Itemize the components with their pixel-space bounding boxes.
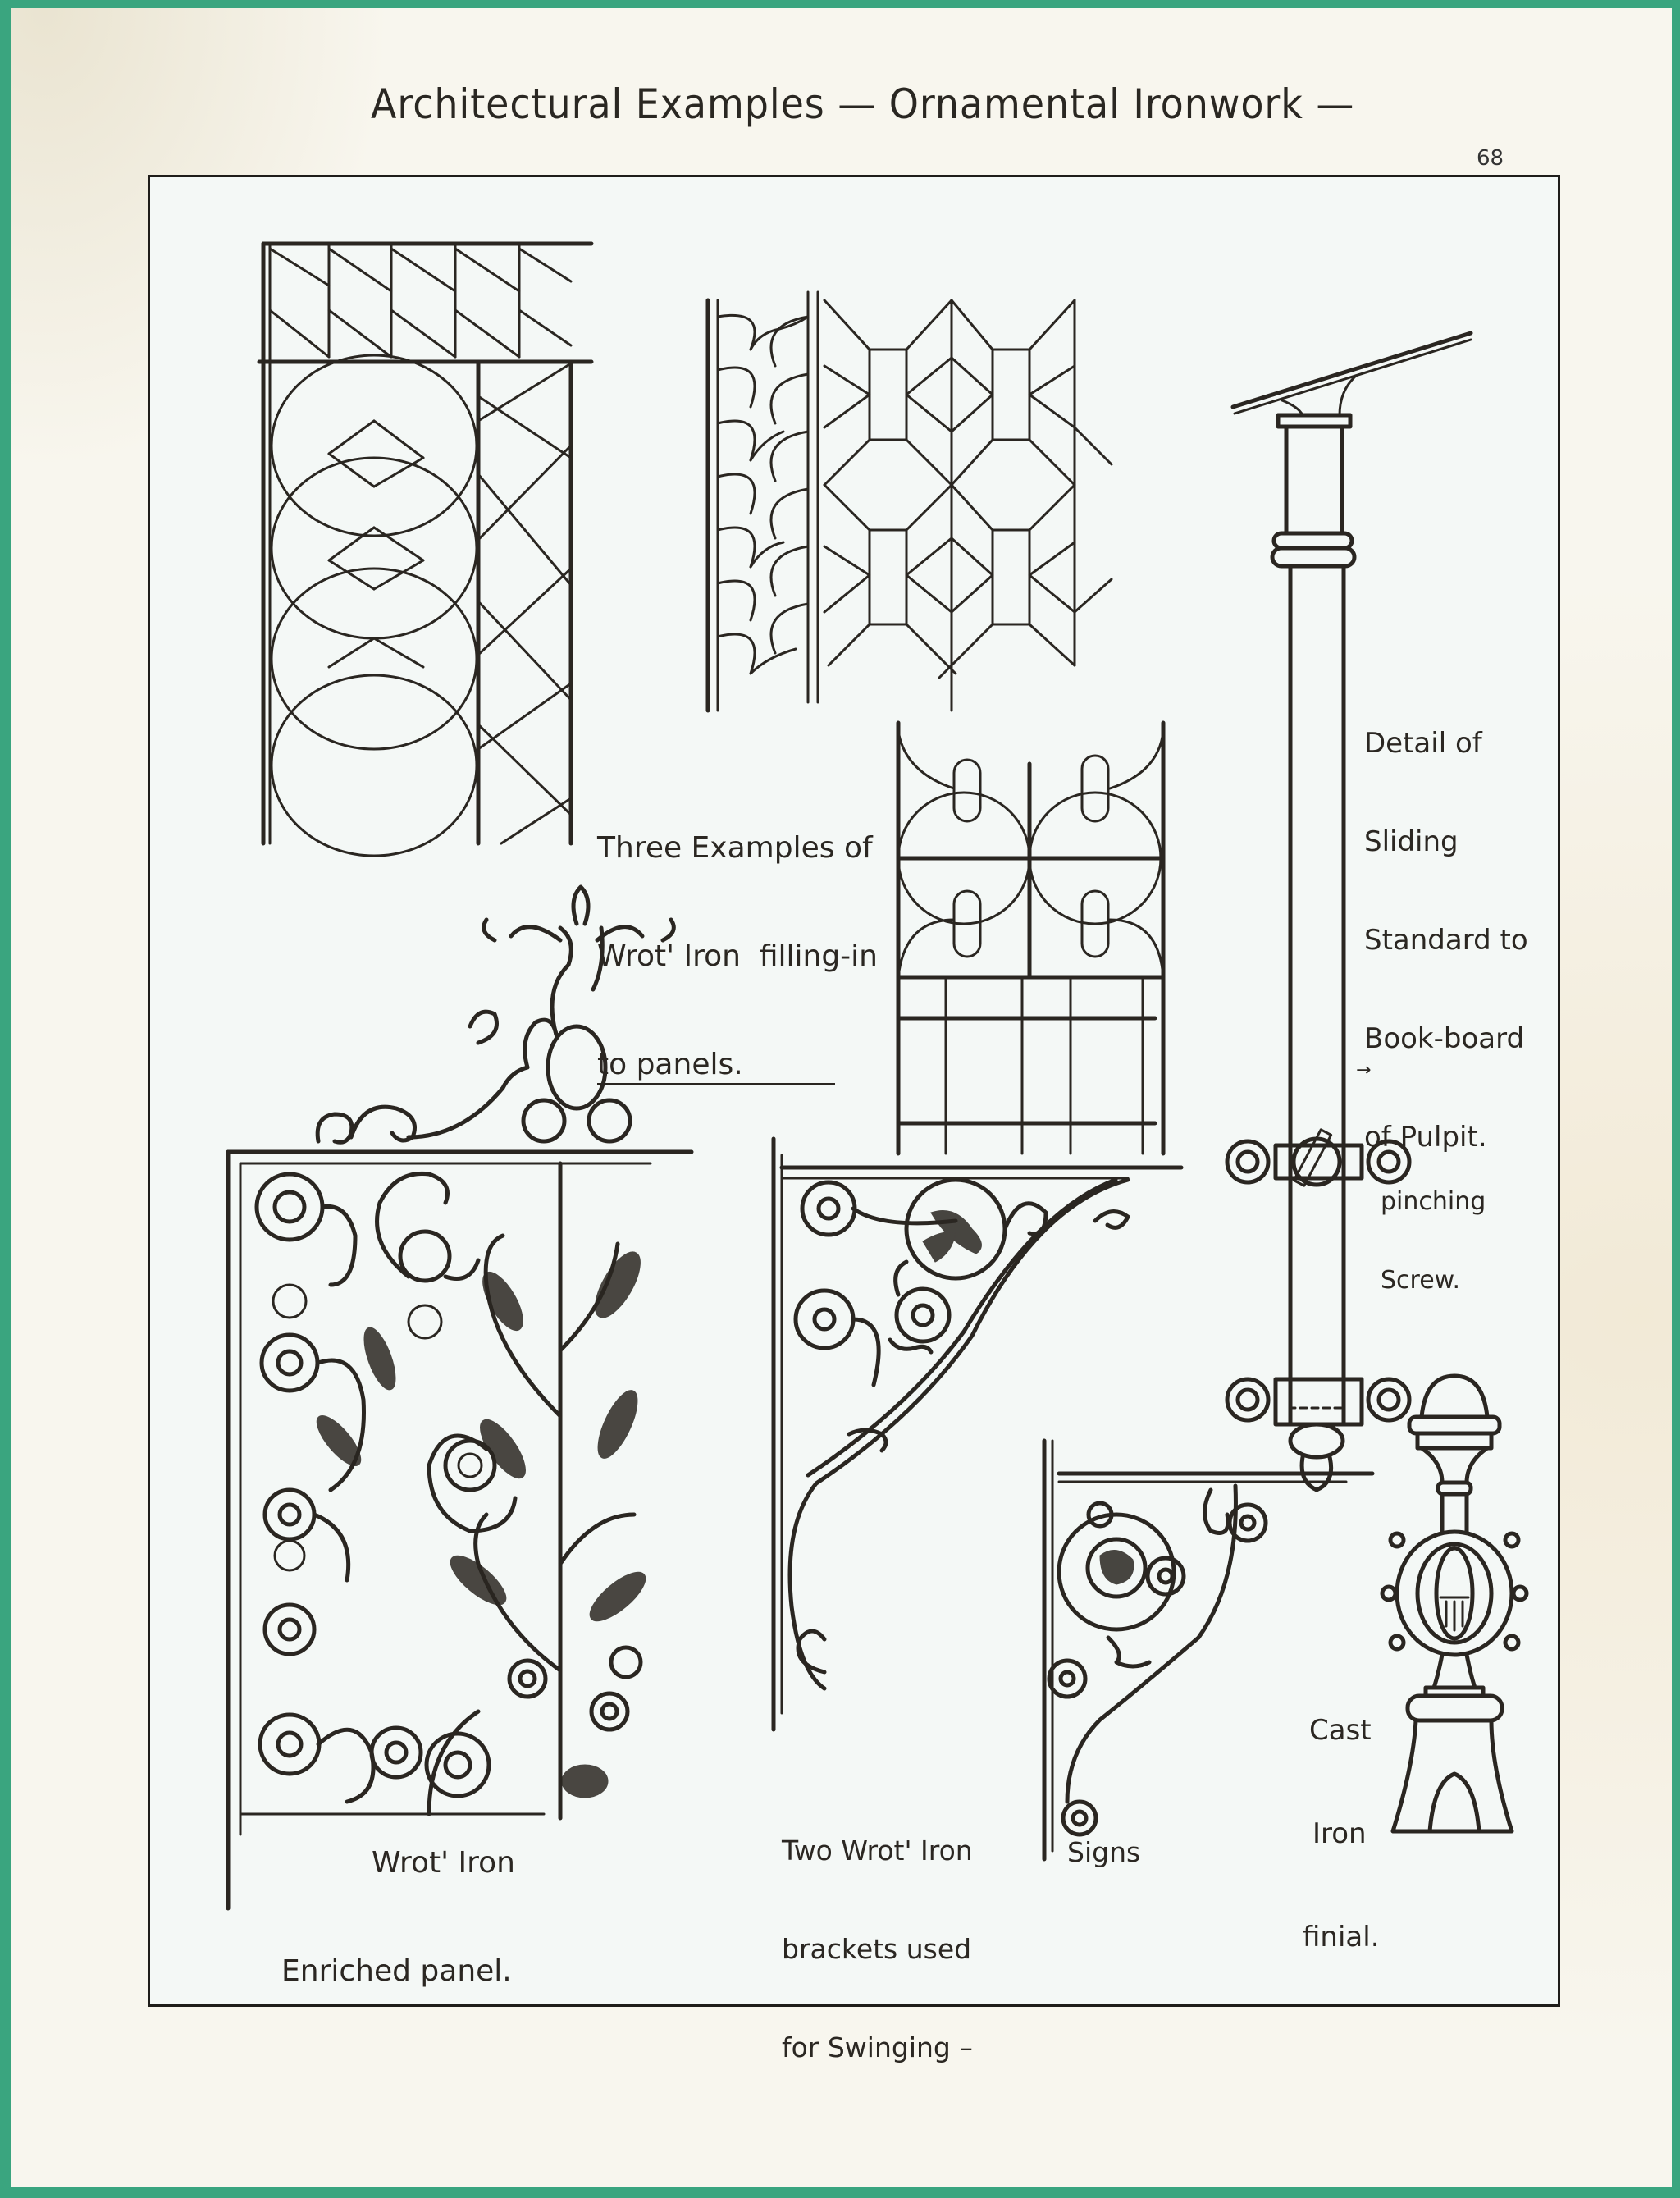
sliding-standard-drawing — [1225, 325, 1495, 1547]
caption-three-examples-line3: to panels. — [597, 1047, 835, 1085]
arrow-right-icon: → — [1356, 1060, 1372, 1081]
caption-sliding-standard-line3: Standard to — [1364, 924, 1528, 957]
caption-finial-line1: Cast — [1309, 1714, 1372, 1747]
caption-enriched-panel-line2: Enriched panel. — [281, 1954, 512, 1988]
panel-quatrefoil-grid-icon — [896, 720, 1166, 1156]
panel-circles-lattice-drawing — [257, 240, 600, 857]
caption-sliding-standard-line1: Detail of — [1364, 727, 1482, 760]
caption-sliding-standard-line2: Sliding — [1364, 825, 1459, 858]
caption-finial: Cast Iron finial. — [1303, 1644, 1380, 2023]
page-title: Architectural Examples — Ornamental Iron… — [371, 80, 1355, 128]
caption-three-examples: Three Examples of Wrot' Iron filling-in … — [597, 758, 878, 1158]
caption-brackets-line3: for Swinging – — [782, 2031, 973, 2063]
caption-finial-line3: finial. — [1303, 1921, 1380, 1954]
panel-quatrefoil-grid-drawing — [888, 720, 1171, 1156]
enriched-panel-drawing — [226, 884, 806, 1911]
caption-brackets-line1: Two Wrot' Iron — [782, 1835, 973, 1867]
cast-iron-finial-icon — [1380, 1373, 1529, 1834]
caption-sliding-standard: Detail of Sliding Standard to Book-board… — [1364, 661, 1528, 1219]
caption-sliding-standard-line5: of Pulpit. — [1364, 1121, 1487, 1154]
caption-finial-line2: Iron — [1312, 1817, 1367, 1850]
panel-scales-octagons-drawing — [701, 284, 1173, 743]
bracket-small-icon — [1042, 1438, 1375, 1862]
plate-frame: Three Examples of Wrot' Iron filling-in … — [148, 175, 1560, 2063]
caption-brackets-signs: Signs — [1067, 1836, 1141, 1868]
bracket-large-icon — [771, 1136, 1184, 1732]
caption-brackets-line2: brackets used — [782, 1933, 972, 1965]
caption-pinching-screw: → pinching Screw. — [1356, 1058, 1486, 1399]
caption-enriched-panel-line1: Wrot' Iron — [372, 1846, 515, 1880]
caption-sliding-standard-line4: Book-board — [1364, 1022, 1525, 1055]
document-page: Architectural Examples — Ornamental Iron… — [11, 8, 1672, 2187]
bracket-large-drawing — [767, 1136, 1185, 1738]
bracket-small-drawing — [1034, 1438, 1379, 1862]
page-number: 68 — [1477, 146, 1504, 171]
caption-three-examples-line1: Three Examples of — [597, 831, 873, 865]
cast-iron-finial-drawing — [1380, 1372, 1529, 1835]
sliding-standard-icon — [1225, 331, 1473, 1492]
caption-enriched-panel: Wrot' Iron Enriched panel. — [281, 1773, 515, 2062]
caption-pinching-screw-line1: pinching — [1381, 1187, 1486, 1216]
caption-brackets: Two Wrot' Iron brackets used for Swingin… — [782, 1769, 973, 2130]
panel-circles-lattice-icon — [257, 241, 594, 857]
caption-pinching-screw-line2: Screw. — [1381, 1266, 1460, 1295]
caption-three-examples-line2: Wrot' Iron filling-in — [597, 939, 878, 973]
enriched-panel-icon — [226, 884, 694, 1911]
panel-scales-octagons-icon — [705, 290, 1113, 713]
